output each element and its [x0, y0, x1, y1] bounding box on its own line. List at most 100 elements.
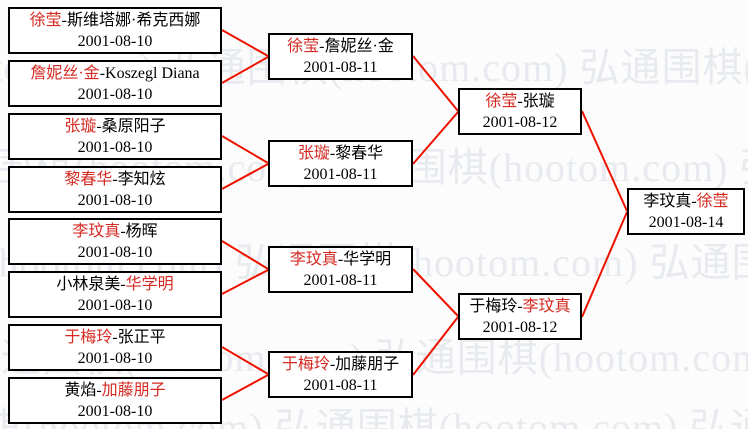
match-date: 2001-08-10: [77, 139, 153, 156]
match-box-r1-m6: 小林泉美-华学明 2001-08-10: [8, 271, 222, 318]
player-name: 斯维塔娜·希克西娜: [67, 12, 201, 29]
match-box-r1-m7: 于梅玲-张正平 2001-08-10: [8, 324, 222, 371]
player-name: Koszegl Diana: [105, 65, 200, 82]
dash: -: [517, 298, 523, 315]
match-date: 2001-08-10: [77, 192, 153, 209]
dash: -: [319, 38, 325, 55]
match-players: 于梅玲-加藤朋子: [270, 354, 411, 375]
bracket-connector: [221, 56, 269, 84]
bracket-connector: [412, 55, 459, 112]
match-date: 2001-08-10: [77, 297, 153, 314]
bracket-connector: [221, 135, 269, 164]
player-name: 黄焰: [64, 382, 97, 399]
player-name: 徐莹: [29, 12, 62, 29]
player-name: 加藤朋子: [101, 382, 166, 399]
match-box-r3-m2: 于梅玲-李玟真 2001-08-12: [458, 293, 582, 340]
player-name: 徐莹: [287, 38, 320, 55]
match-players: 小林泉美-华学明: [10, 274, 220, 295]
player-name: 于梅玲: [281, 356, 330, 373]
player-name: 华学明: [125, 276, 174, 293]
match-box-r1-m2: 詹妮丝·金-Koszegl Diana 2001-08-10: [8, 60, 222, 107]
player-name: 黎春华: [335, 145, 384, 162]
match-date: 2001-08-11: [303, 272, 378, 289]
match-box-r2-m1: 徐莹-詹妮丝·金 2001-08-11: [268, 33, 413, 80]
match-box-r1-m3: 张璇-桑原阳子 2001-08-10: [8, 113, 222, 160]
match-date: 2001-08-10: [77, 244, 153, 261]
match-date: 2001-08-12: [482, 114, 558, 131]
player-name: 张璇: [522, 93, 555, 110]
match-date: 2001-08-11: [303, 59, 378, 76]
match-box-r1-m1: 徐莹-斯维塔娜·希克西娜 2001-08-10: [8, 7, 222, 54]
bracket-connector: [412, 268, 459, 317]
match-date: 2001-08-10: [77, 403, 153, 420]
player-name: 徐莹: [696, 193, 729, 210]
match-players: 于梅玲-李玟真: [460, 296, 580, 317]
match-players: 徐莹-詹妮丝·金: [270, 36, 411, 57]
player-name: 李玟真: [643, 193, 692, 210]
bracket-connector: [412, 316, 459, 376]
dash: -: [337, 251, 344, 268]
player-name: 李玟真: [289, 251, 338, 268]
match-date: 2001-08-11: [303, 166, 378, 183]
bracket-connector: [581, 110, 628, 212]
bracket-connector: [221, 29, 269, 57]
match-date: 2001-08-14: [648, 214, 724, 231]
player-name: 张正平: [117, 329, 166, 346]
match-players: 黄焰-加藤朋子: [10, 380, 220, 401]
match-players: 李玟真-华学明: [270, 249, 411, 270]
dash: -: [112, 171, 118, 188]
player-name: 李知炫: [117, 171, 166, 188]
dash: -: [120, 276, 126, 293]
match-box-r2-m3: 李玟真-华学明 2001-08-11: [268, 246, 413, 293]
match-players: 黎春华-李知炫: [10, 169, 220, 190]
player-name: 黎春华: [64, 171, 113, 188]
player-name: 李玟真: [72, 223, 121, 240]
bracket-connector: [221, 346, 269, 375]
match-box-r2-m4: 于梅玲-加藤朋子 2001-08-11: [268, 351, 413, 398]
match-players: 詹妮丝·金-Koszegl Diana: [10, 63, 220, 84]
player-name: 李玟真: [522, 298, 571, 315]
dash: -: [691, 193, 697, 210]
dash: -: [120, 223, 126, 240]
match-date: 2001-08-12: [482, 319, 558, 336]
match-players: 李玟真-徐莹: [629, 191, 743, 212]
player-name: 于梅玲: [469, 298, 518, 315]
match-players: 徐莹-斯维塔娜·希克西娜: [10, 10, 220, 31]
player-name: 詹妮丝·金: [324, 38, 394, 55]
dash: -: [99, 65, 106, 82]
bracket-connector: [221, 163, 269, 190]
dash: -: [61, 12, 67, 29]
dash: -: [329, 356, 336, 373]
dash: -: [96, 118, 102, 135]
player-name: 桑原阳子: [101, 118, 166, 135]
match-players: 张璇-桑原阳子: [10, 116, 220, 137]
match-players: 张璇-黎春华: [270, 143, 411, 164]
match-date: 2001-08-11: [303, 377, 378, 394]
match-box-r1-m5: 李玟真-杨晖 2001-08-10: [8, 218, 222, 265]
player-name: 徐莹: [485, 93, 518, 110]
player-name: 小林泉美: [56, 276, 121, 293]
match-box-r2-m2: 张璇-黎春华 2001-08-11: [268, 140, 413, 187]
player-name: 杨晖: [125, 223, 158, 240]
bracket-connector: [221, 269, 269, 295]
bracket-connector: [581, 211, 628, 318]
match-players: 徐莹-张璇: [460, 91, 580, 112]
dash: -: [112, 329, 118, 346]
bracket-connector: [221, 240, 269, 270]
player-name: 张璇: [64, 118, 97, 135]
match-box-r1-m8: 黄焰-加藤朋子 2001-08-10: [8, 377, 222, 424]
match-players: 李玟真-杨晖: [10, 221, 220, 242]
player-name: 张璇: [297, 145, 330, 162]
player-name: 詹妮丝·金: [30, 65, 100, 82]
match-date: 2001-08-10: [77, 86, 153, 103]
match-box-final: 李玟真-徐莹 2001-08-14: [627, 188, 745, 235]
player-name: 加藤朋子: [335, 356, 400, 373]
bracket-connector: [412, 111, 459, 165]
match-box-r1-m4: 黎春华-李知炫 2001-08-10: [8, 166, 222, 213]
bracket-connector: [221, 374, 269, 401]
match-players: 于梅玲-张正平: [10, 327, 220, 348]
dash: -: [517, 93, 523, 110]
player-name: 华学明: [343, 251, 392, 268]
